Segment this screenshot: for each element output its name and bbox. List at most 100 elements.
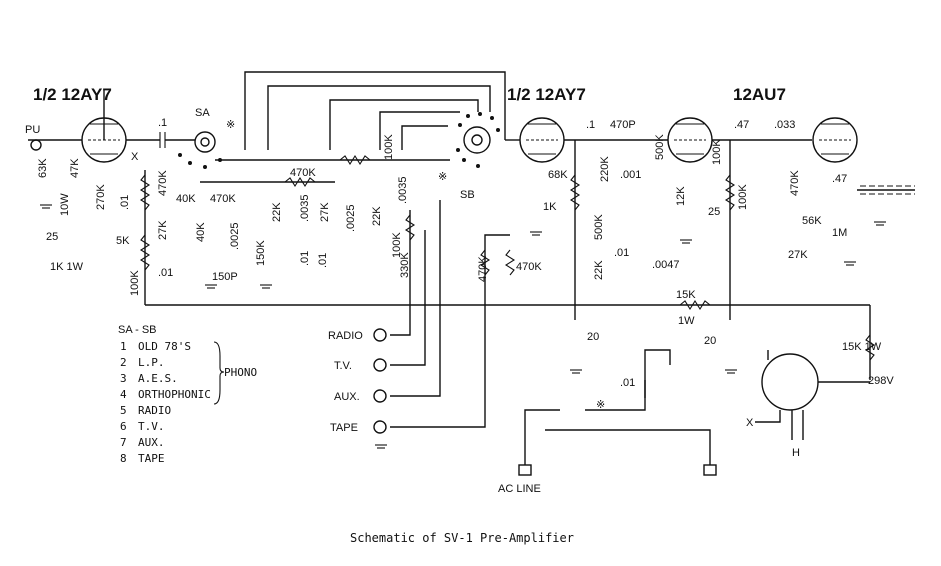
label-c2: .01 <box>119 195 131 210</box>
switch-legend: SA - SB 1 OLD 78'S 2 L.P. 3 A.E.S. 4 ORT… <box>118 324 257 465</box>
label-r6: 5K <box>116 235 130 247</box>
label-c10: .01 <box>317 253 329 268</box>
label-c16: .0047 <box>652 259 680 271</box>
label-c11: .0035 <box>397 176 409 204</box>
switch-sb-label: SB <box>460 189 475 201</box>
legend-num-6: 6 <box>120 420 127 433</box>
label-c4: .01 <box>158 267 173 279</box>
label-c15: .01 <box>614 247 629 259</box>
legend-label-5: RADIO <box>138 404 171 417</box>
label-c6: .0025 <box>229 222 241 250</box>
legend-label-7: AUX. <box>138 436 165 449</box>
legend-num-8: 8 <box>120 452 127 465</box>
label-r12: 40K <box>195 222 207 242</box>
jack-tape <box>373 420 387 434</box>
legend-num-3: 3 <box>120 372 127 385</box>
input-pu-label: PU <box>25 124 40 136</box>
label-r32: 470K <box>789 170 801 196</box>
label-c8: .01 <box>299 251 311 266</box>
input-radio-label: RADIO <box>328 330 363 342</box>
tube-label-v3: 12AU7 <box>733 85 786 104</box>
label-r5: 1K 1W <box>50 261 84 273</box>
label-c18: .47 <box>734 119 749 131</box>
wiring <box>28 71 915 465</box>
label-r28: 22K <box>593 260 605 280</box>
jack-radio <box>373 328 387 342</box>
label-r36-watt: 1W <box>678 315 695 327</box>
label-c3: 25 <box>46 231 58 243</box>
label-r17: 100K <box>383 134 395 160</box>
diagram-caption: Schematic of SV-1 Pre-Amplifier <box>350 531 574 545</box>
tube-v3a <box>667 117 713 163</box>
label-r8: 40K <box>176 193 196 205</box>
label-c13: 470P <box>610 119 636 131</box>
legend-num-7: 7 <box>120 436 127 449</box>
label-r13: 470K <box>290 167 316 179</box>
switch-mark-ac: ※ <box>596 399 605 411</box>
legend-label-1: OLD 78'S <box>138 340 191 353</box>
legend-label-6: T.V. <box>138 420 165 433</box>
jack-aux <box>373 389 387 403</box>
tube-label-v2: 1/2 12AY7 <box>507 85 586 104</box>
tube-label-v1: 1/2 12AY7 <box>33 85 112 104</box>
label-r31: 100K <box>737 184 749 210</box>
label-r1: 63K <box>37 158 49 178</box>
label-r36: 15K <box>676 289 696 301</box>
label-r33: 56K <box>802 215 822 227</box>
label-c17: 25 <box>708 206 720 218</box>
ac-plug-left <box>518 464 532 476</box>
label-c21: 20 <box>587 331 599 343</box>
label-c5: 150P <box>212 271 238 283</box>
label-r7: 470K <box>157 170 169 196</box>
label-c22: 20 <box>704 335 716 347</box>
jack-tv <box>373 358 387 372</box>
legend-label-3: A.E.S. <box>138 372 178 385</box>
input-jack-pu <box>30 139 42 151</box>
label-r18: 22K <box>371 206 383 226</box>
label-c9: .0025 <box>345 204 357 232</box>
label-r27: 500K <box>593 214 605 240</box>
switch-sa <box>178 131 222 169</box>
tube-v2 <box>519 117 565 163</box>
legend-phono: PHONO <box>224 366 257 379</box>
legend-num-2: 2 <box>120 356 127 369</box>
label-r15: 22K <box>271 202 283 222</box>
label-r26: 500K <box>654 134 666 160</box>
ac-line-label: AC LINE <box>498 483 541 495</box>
ground-symbols <box>40 204 886 449</box>
label-r21: 68K <box>548 169 568 181</box>
label-r20: 330K <box>399 252 411 278</box>
label-c23: .01 <box>620 377 635 389</box>
tube-v3b <box>812 117 858 163</box>
label-r37: 15K 1W <box>842 341 882 353</box>
power-section: AC LINE X H <box>498 417 800 495</box>
label-r10: 100K <box>129 270 141 296</box>
label-r11: 470K <box>210 193 236 205</box>
legend-num-1: 1 <box>120 340 127 353</box>
input-aux-label: AUX. <box>334 391 360 403</box>
label-r22: 1K <box>543 201 557 213</box>
label-c19: .033 <box>774 119 795 131</box>
switch-mark-a: ※ <box>226 119 235 131</box>
label-c20: .47 <box>832 173 847 185</box>
label-x: X <box>131 151 139 163</box>
label-r2: 47K <box>69 158 81 178</box>
label-r24: 470K <box>516 261 542 273</box>
label-r34: 1M <box>832 227 847 239</box>
label-r9: 27K <box>157 220 169 240</box>
phono-brace <box>213 341 225 405</box>
legend-title: SA - SB <box>118 324 157 336</box>
label-r14: 150K <box>255 240 267 266</box>
legend-label-4: ORTHOPHONIC <box>138 388 211 401</box>
label-c12: .1 <box>586 119 595 131</box>
resistors <box>139 154 876 361</box>
switch-sa-label: SA <box>195 107 210 119</box>
component-labels: .1 63K 47K 10W 270K X .01 25 1K 1W 5K 47… <box>37 117 894 389</box>
legend-num-5: 5 <box>120 404 127 417</box>
label-r19: 100K <box>391 232 403 258</box>
label-r29: 100K <box>711 139 723 165</box>
switch-sb <box>456 112 500 168</box>
label-r25: 220K <box>599 156 611 182</box>
legend-label-8: TAPE <box>138 452 165 465</box>
